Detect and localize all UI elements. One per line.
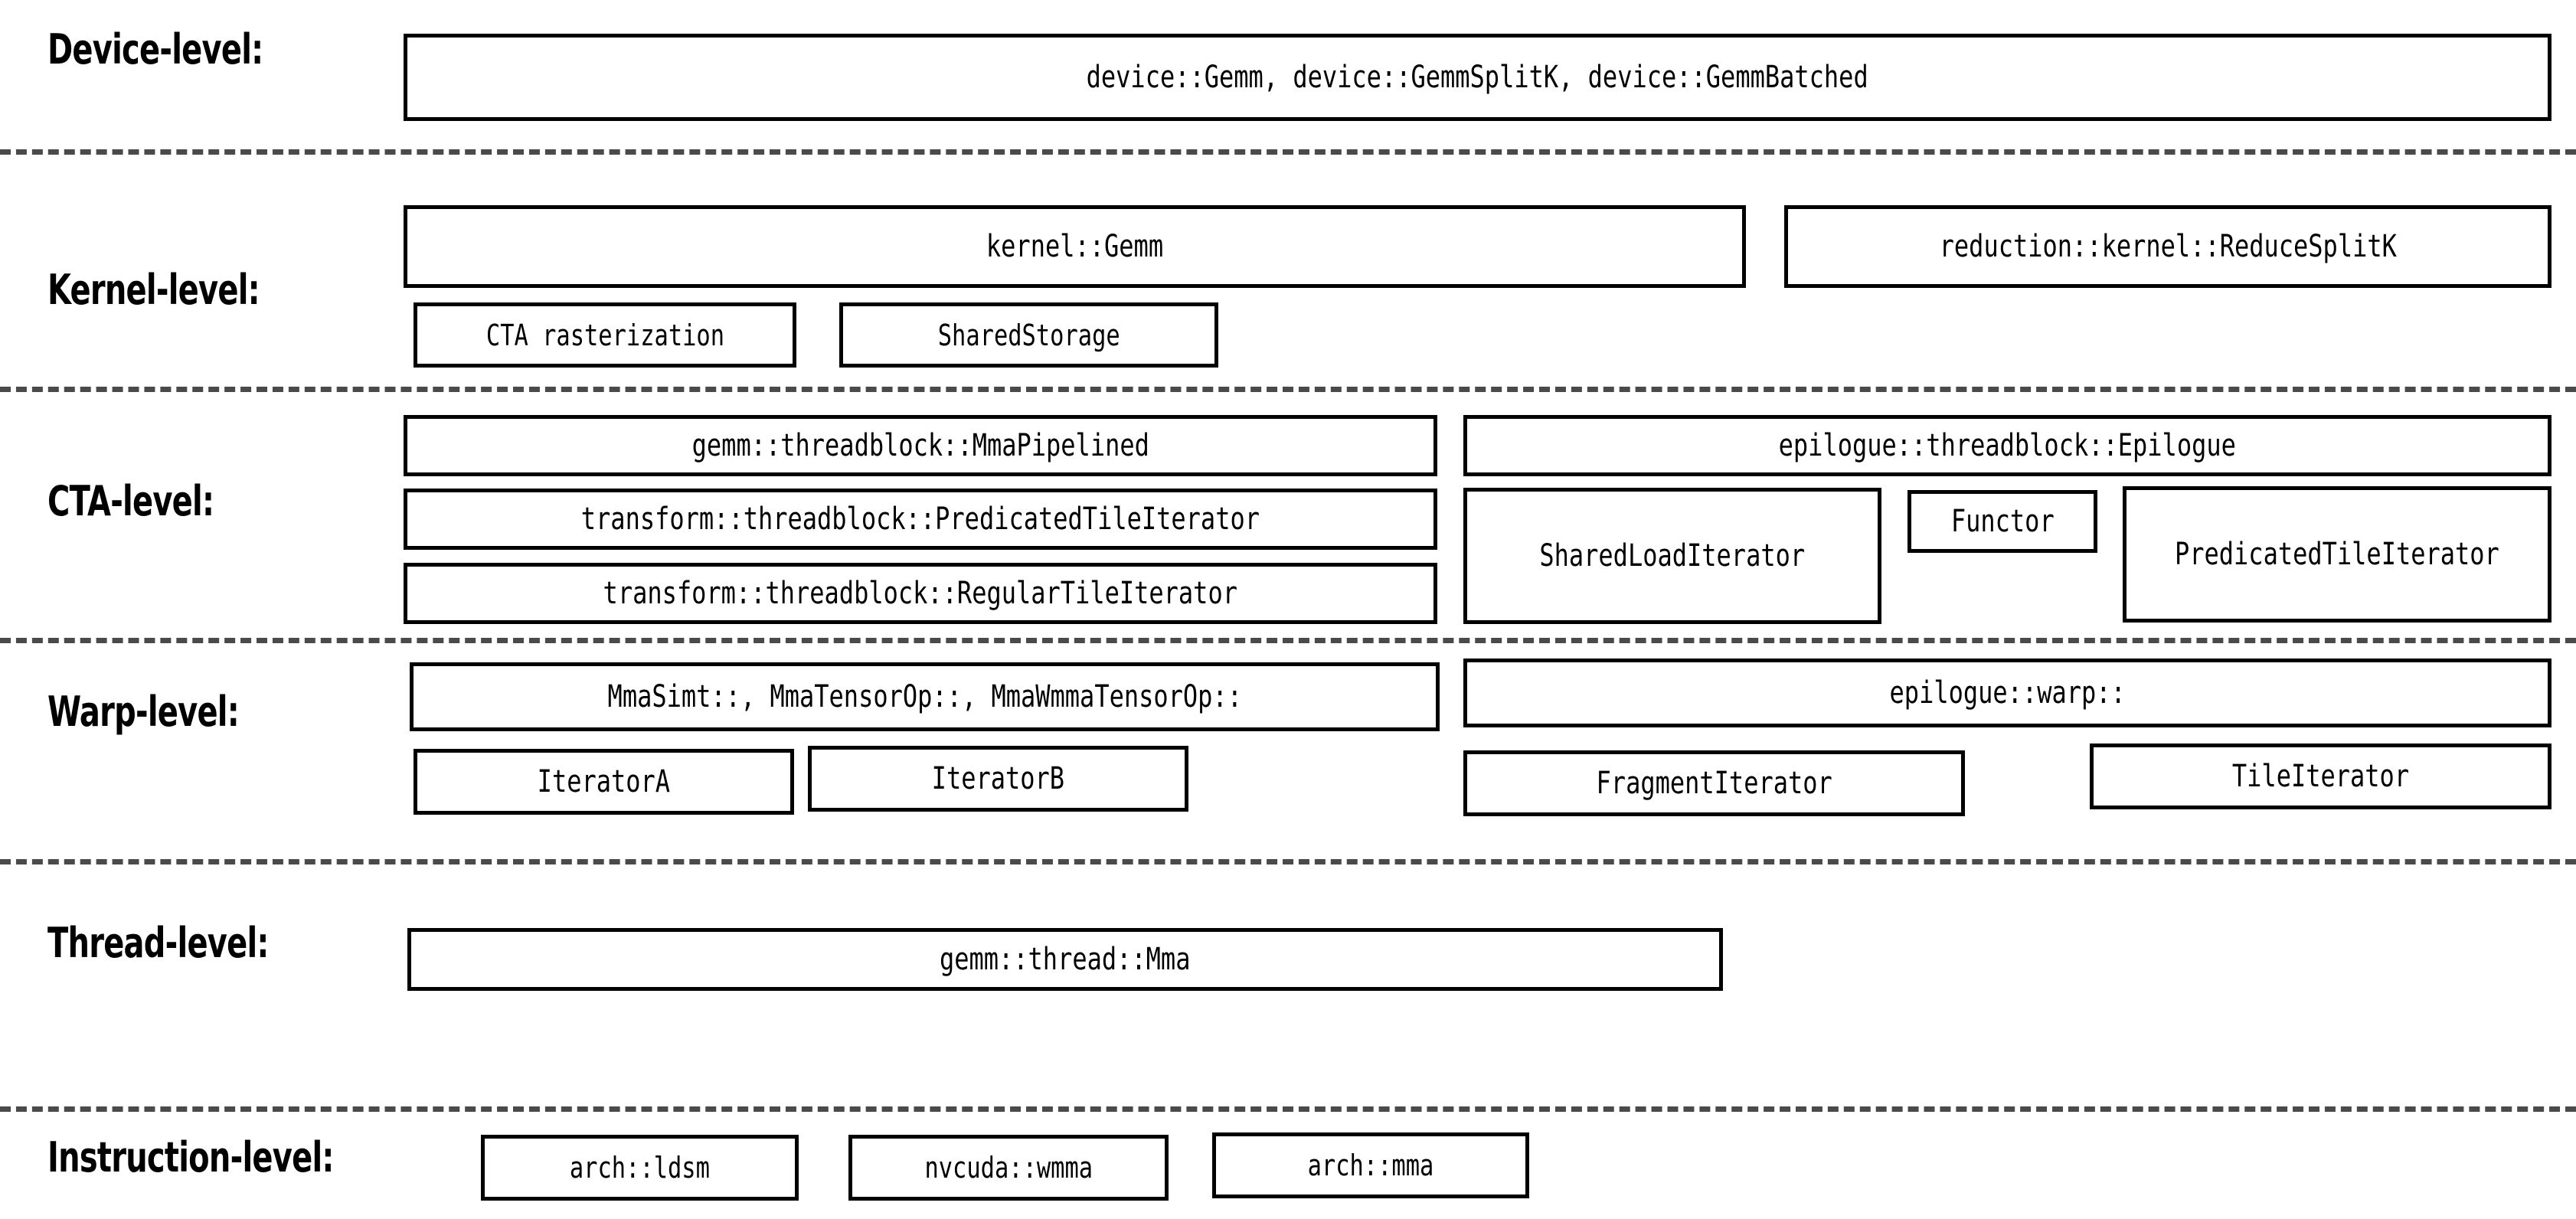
mma-variants-box[interactable]: MmaSimt::, MmaTensorOp::, MmaWmmaTensorO…	[410, 662, 1440, 731]
level-label-warp: Warp-level:	[47, 688, 240, 736]
cta-rasterization-text: CTA rasterization	[485, 318, 724, 352]
level-label-device: Device-level:	[47, 25, 263, 74]
level-label-thread: Thread-level:	[47, 919, 269, 967]
sharedloaditerator-text: SharedLoadIterator	[1539, 538, 1806, 574]
iterator-a-text: IteratorA	[537, 764, 671, 799]
kernel-gemm-text: kernel::Gemm	[986, 229, 1164, 264]
arch-mma-text: arch::mma	[1307, 1149, 1434, 1182]
functor-text: Functor	[1950, 504, 2055, 539]
divider-thread-instruction	[0, 1106, 2576, 1112]
iterator-b-text: IteratorB	[931, 761, 1065, 796]
divider-kernel-cta	[0, 387, 2576, 392]
fragmentiterator-text: FragmentIterator	[1596, 766, 1832, 801]
transform-threadblock-predicatedtileiterator-box[interactable]: transform::threadblock::PredicatedTileIt…	[404, 489, 1437, 550]
fragmentiterator-box[interactable]: FragmentIterator	[1463, 750, 1965, 816]
kernel-gemm-box[interactable]: kernel::Gemm	[404, 205, 1746, 288]
device-gemm-box[interactable]: device::Gemm, device::GemmSplitK, device…	[404, 34, 2551, 121]
transform-threadblock-regulartileiterator-box[interactable]: transform::threadblock::RegularTileItera…	[404, 563, 1437, 624]
arch-ldsm-text: arch::ldsm	[569, 1151, 711, 1185]
divider-device-kernel	[0, 149, 2576, 155]
epilogue-warp-text: epilogue::warp::	[1889, 675, 2126, 711]
reduction-kernel-reducesplitk-text: reduction::kernel::ReduceSplitK	[1939, 229, 2397, 264]
epilogue-threadblock-epilogue-box[interactable]: epilogue::threadblock::Epilogue	[1463, 415, 2551, 476]
level-label-kernel: Kernel-level:	[47, 266, 260, 314]
sharedloaditerator-box[interactable]: SharedLoadIterator	[1463, 488, 1881, 624]
device-gemm-text: device::Gemm, device::GemmSplitK, device…	[1086, 60, 1869, 95]
transform-threadblock-regulartileiterator-text: transform::threadblock::RegularTileItera…	[603, 576, 1238, 611]
mma-variants-text: MmaSimt::, MmaTensorOp::, MmaWmmaTensorO…	[607, 679, 1242, 714]
reduction-kernel-reducesplitk-box[interactable]: reduction::kernel::ReduceSplitK	[1784, 205, 2551, 288]
cta-rasterization-box[interactable]: CTA rasterization	[414, 302, 796, 368]
tileiterator-box[interactable]: TileIterator	[2090, 743, 2551, 809]
arch-mma-box[interactable]: arch::mma	[1212, 1132, 1529, 1198]
divider-warp-thread	[0, 859, 2576, 864]
level-label-cta: CTA-level:	[47, 477, 214, 525]
gemm-threadblock-mmapipelined-box[interactable]: gemm::threadblock::MmaPipelined	[404, 415, 1437, 476]
iterator-b-box[interactable]: IteratorB	[808, 746, 1188, 812]
nvcuda-wmma-box[interactable]: nvcuda::wmma	[848, 1135, 1169, 1201]
gemm-thread-mma-box[interactable]: gemm::thread::Mma	[407, 928, 1723, 991]
predicatedtileiterator-box[interactable]: PredicatedTileIterator	[2123, 486, 2551, 623]
nvcuda-wmma-text: nvcuda::wmma	[924, 1151, 1093, 1185]
level-label-instruction: Instruction-level:	[47, 1133, 334, 1181]
divider-cta-warp	[0, 638, 2576, 643]
functor-box[interactable]: Functor	[1907, 490, 2097, 553]
sharedstorage-box[interactable]: SharedStorage	[839, 302, 1218, 368]
tileiterator-text: TileIterator	[2231, 759, 2410, 794]
sharedstorage-text: SharedStorage	[937, 318, 1120, 352]
gemm-thread-mma-text: gemm::thread::Mma	[940, 942, 1191, 977]
predicatedtileiterator-text: PredicatedTileIterator	[2175, 537, 2499, 572]
gemm-threadblock-mmapipelined-text: gemm::threadblock::MmaPipelined	[691, 428, 1149, 463]
iterator-a-box[interactable]: IteratorA	[414, 749, 794, 815]
arch-ldsm-box[interactable]: arch::ldsm	[481, 1135, 799, 1201]
epilogue-warp-box[interactable]: epilogue::warp::	[1463, 659, 2551, 727]
epilogue-threadblock-epilogue-text: epilogue::threadblock::Epilogue	[1778, 428, 2237, 463]
transform-threadblock-predicatedtileiterator-text: transform::threadblock::PredicatedTileIt…	[580, 502, 1260, 537]
